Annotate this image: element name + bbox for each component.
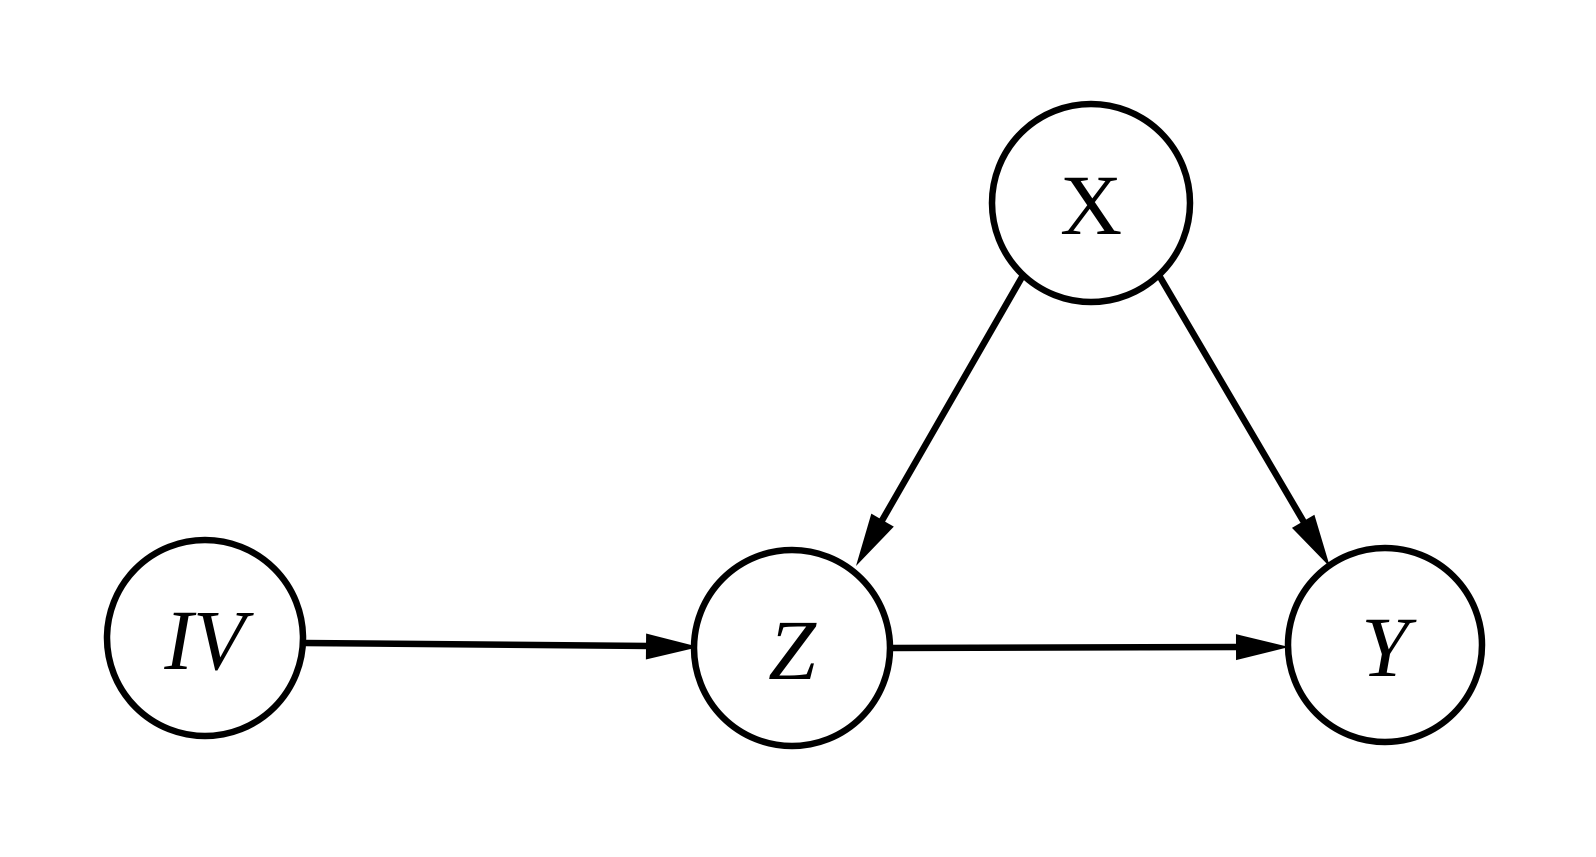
node-label-iv: IV [163, 592, 254, 688]
edges-layer [303, 275, 1330, 661]
edge-line-z-to-y [889, 643, 1241, 652]
node-label-x: X [1060, 157, 1122, 253]
node-label-y: Y [1361, 599, 1417, 695]
node-z[interactable]: Z [690, 546, 894, 750]
arrowhead-z-to-y [1235, 634, 1289, 661]
node-circle-x[interactable] [988, 100, 1194, 306]
node-x[interactable]: X [988, 100, 1194, 306]
node-iv[interactable]: IV [103, 536, 307, 740]
arrowhead-x-to-y [1291, 514, 1330, 567]
node-circle-y[interactable] [1284, 544, 1486, 746]
edge-line-x-to-y [1157, 275, 1308, 526]
edge-line-x-to-z [877, 275, 1025, 526]
edge-line-iv-to-z [303, 639, 651, 650]
edge-z-to-y [889, 634, 1289, 661]
edge-x-to-z [856, 275, 1025, 566]
node-circle-iv[interactable] [103, 536, 307, 740]
edge-iv-to-z [303, 633, 699, 660]
nodes-layer: IV Z Y X [103, 100, 1486, 750]
arrowhead-iv-to-z [645, 633, 699, 660]
arrowhead-x-to-z [856, 513, 894, 566]
node-y[interactable]: Y [1284, 544, 1486, 746]
edge-x-to-y [1157, 275, 1330, 567]
node-label-z: Z [768, 602, 817, 698]
node-circle-z[interactable] [690, 546, 894, 750]
